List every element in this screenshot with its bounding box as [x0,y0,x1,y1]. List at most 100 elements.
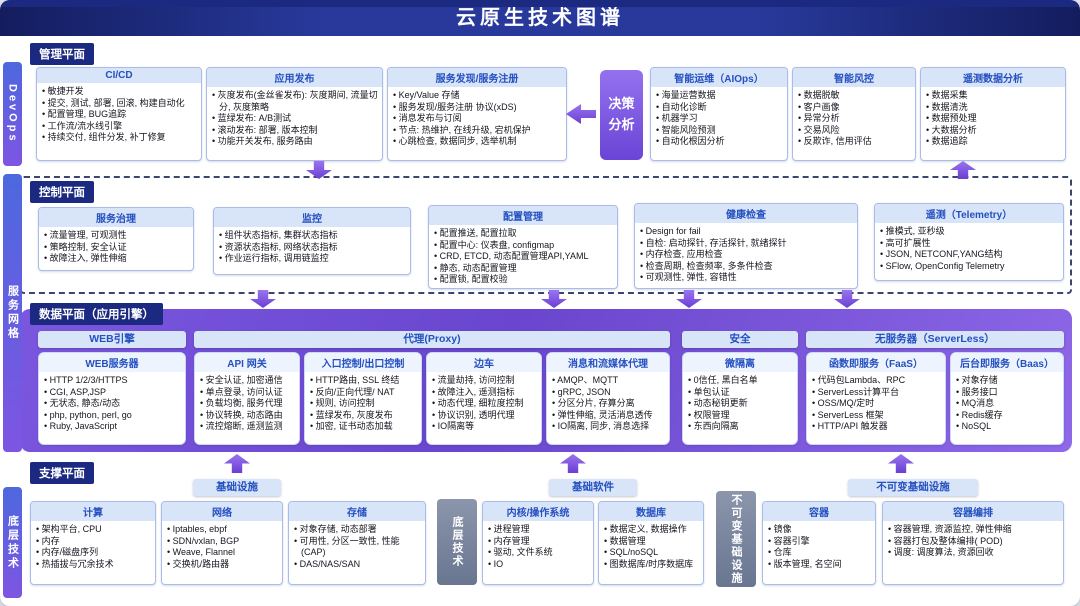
card-network: 网络 Iptables, ebpfSDN/vxlan, BGPWeave, Fl… [161,501,283,585]
group-header-serverless: 无服务器（ServerLess） [806,331,1064,348]
card-title: API 网关 [195,353,299,372]
card-title: CI/CD [37,68,201,83]
card-item: 交易风险 [798,125,912,137]
card-items: 敏捷开发提交, 测试, 部署, 回滚, 构建自动化配置管理, BUG追踪工作流/… [37,83,201,146]
card-item: 蓝绿发布: A/B测试 [212,113,379,125]
card-items: 推模式, 亚秒级高可扩展性JSON, NETCONF,YANG结构SFlow, … [875,223,1063,274]
card-item: 容器管理, 资源监控, 弹性伸缩 [888,524,1060,536]
card-item: 故障注入, 遥测指标 [432,387,538,399]
flow-arrow-up [888,454,914,473]
card-item: 镜像 [768,524,872,536]
card-item: IO [488,559,590,571]
card-item: AMQP、MQTT [552,375,666,387]
card-item: 动态代理, 细粒度控制 [432,398,538,410]
card-items: 数据采集数据清洗数据预处理大数据分析数据追踪 [921,87,1065,150]
card-baas: 后台即服务（Baas） 对象存储服务接口MQ消息Redis缓存NoSQL [950,352,1064,445]
card-title: 函数即服务（FaaS） [807,353,945,372]
card-items: Iptables, ebpfSDN/vxlan, BGPWeave, Flann… [162,521,282,572]
card-item: 流控熔断, 遥测监测 [200,421,296,433]
card-item: 数据追踪 [926,136,1062,148]
card-item: 提交, 测试, 部署, 回滚, 构建自动化 [42,98,198,110]
card-item: 对象存储 [956,375,1060,387]
card-item: Ruby, JavaScript [44,421,182,433]
card-item: 配置锁, 配置校验 [434,274,614,286]
card-items: 灰度发布(金丝雀发布): 灰度期间, 流量切分, 灰度策略蓝绿发布: A/B测试… [207,87,382,150]
card-item: 进程管理 [488,524,590,536]
card-item: 热插拔与冗余技术 [36,559,152,571]
card-items: 0信任, 黑白名单单包认证动态秘钥更新权限管理东西向隔离 [683,372,797,435]
card-item: NoSQL [956,421,1060,433]
card-ingress-egress: 入口控制/出口控制 HTTP路由, SSL 终结反向/正向代理/ NAT规则, … [304,352,422,445]
card-config-management: 配置管理 配置推送, 配置拉取配置中心: 仪表盘, configmapCRD, … [428,205,618,289]
card-items: 进程管理内存管理驱动, 文件系统IO [483,521,593,572]
card-item: 架构平台, CPU [36,524,152,536]
card-items: 对象存储服务接口MQ消息Redis缓存NoSQL [951,372,1063,435]
flow-arrow-up [224,454,250,473]
group-header-security: 安全 [682,331,798,348]
card-item: 无状态, 静态/动态 [44,398,182,410]
card-item: OSS/MQ/定时 [812,398,942,410]
card-item: 自动化诊断 [656,102,784,114]
card-item: 节点: 热维护, 在线升级, 宕机保护 [393,125,563,137]
card-item: 策略控制, 安全认证 [44,242,190,254]
card-item: 敏捷开发 [42,86,198,98]
group-header-web-engine: WEB引擎 [38,331,186,348]
card-item: 配置管理, BUG追踪 [42,109,198,121]
card-items: 组件状态指标, 集群状态指标资源状态指标, 网络状态指标作业运行指标, 调用链监… [214,227,410,267]
card-item: Iptables, ebpf [167,524,279,536]
card-item: IO隔离等 [432,421,538,433]
label-data-plane: 数据平面（应用引擎） [30,303,163,325]
card-title: 边车 [427,353,541,372]
card-title: 服务发现/服务注册 [388,68,566,87]
card-items: 配置推送, 配置拉取配置中心: 仪表盘, configmapCRD, ETCD,… [429,225,617,288]
card-item: 检查周期, 检查频率, 多条件检查 [640,261,854,273]
card-items: 海量运营数据自动化诊断机器学习智能风险预测自动化根因分析 [651,87,787,150]
card-api-gateway: API 网关 安全认证, 加密通信单点登录, 访问认证负载均衡, 服务代理协议转… [194,352,300,445]
card-items: 镜像容器引擎仓库版本管理, 名空间 [763,521,875,572]
card-item: 数据采集 [926,90,1062,102]
footer-bar [0,0,1080,7]
card-item: Redis缓存 [956,410,1060,422]
card-item: DAS/NAS/SAN [294,559,422,571]
card-item: ServerLess 框架 [812,410,942,422]
card-telemetry-analysis: 遥测数据分析 数据采集数据清洗数据预处理大数据分析数据追踪 [920,67,1066,161]
card-title: 健康检查 [635,204,857,223]
card-item: 反欺诈, 信用评估 [798,136,912,148]
card-item: 自检: 启动探针, 存活探针, 就绪探针 [640,238,854,250]
card-item: 客户画像 [798,102,912,114]
card-items: 安全认证, 加密通信单点登录, 访问认证负载均衡, 服务代理协议转换, 动态路由… [195,372,299,435]
card-item: 静态, 动态配置管理 [434,263,614,275]
card-item: 蓝绿发布, 灰度发布 [310,410,418,422]
card-web-server: WEB服务器 HTTP 1/2/3/HTTPSCGI, ASP,JSP无状态, … [38,352,186,445]
group-header-immutable-infra: 不可变基础设施 [848,479,978,496]
card-item: 服务发现/服务注册 协议(xDS) [393,102,563,114]
card-title: 消息和流媒体代理 [547,353,669,372]
card-title: 遥测数据分析 [921,68,1065,87]
card-monitoring: 监控 组件状态指标, 集群状态指标资源状态指标, 网络状态指标作业运行指标, 调… [213,207,411,275]
label-management-plane: 管理平面 [30,43,94,65]
card-item: 内存 [36,536,152,548]
card-item: 图数据库/时序数据库 [604,559,700,571]
card-item: 数据管理 [604,536,700,548]
rail-service-mesh: 服务网格 [3,174,22,452]
card-item: 组件状态指标, 集群状态指标 [219,230,407,242]
card-title: 入口控制/出口控制 [305,353,421,372]
card-item: 规则, 访问控制 [310,398,418,410]
card-item: 分区分片, 存算分离 [552,398,666,410]
card-items: HTTP 1/2/3/HTTPSCGI, ASP,JSP无状态, 静态/动态ph… [39,372,185,435]
card-item: 安全认证, 加密通信 [200,375,296,387]
card-title: 遥测（Telemetry） [875,204,1063,223]
card-item: 内存/磁盘序列 [36,547,152,559]
group-header-base-software: 基础软件 [549,479,637,496]
card-items: 容器管理, 资源监控, 弹性伸缩容器打包及整体编排( POD)调度: 调度算法,… [883,521,1063,561]
card-item: 智能风险预测 [656,125,784,137]
card-item: 容器打包及整体编排( POD) [888,536,1060,548]
card-items: 数据定义, 数据操作数据管理SQL/noSQL图数据库/时序数据库 [599,521,703,572]
card-service-governance: 服务治理 流量管理, 可观测性策略控制, 安全认证故障注入, 弹性伸缩 [38,207,194,271]
card-item: Key/Value 存储 [393,90,563,102]
card-item: 内存检查, 应用检查 [640,249,854,261]
card-item: 高可扩展性 [880,238,1060,250]
card-items: HTTP路由, SSL 终结反向/正向代理/ NAT规则, 访问控制蓝绿发布, … [305,372,421,435]
card-title: 后台即服务（Baas） [951,353,1063,372]
card-item: 代码包Lambda、RPC [812,375,942,387]
